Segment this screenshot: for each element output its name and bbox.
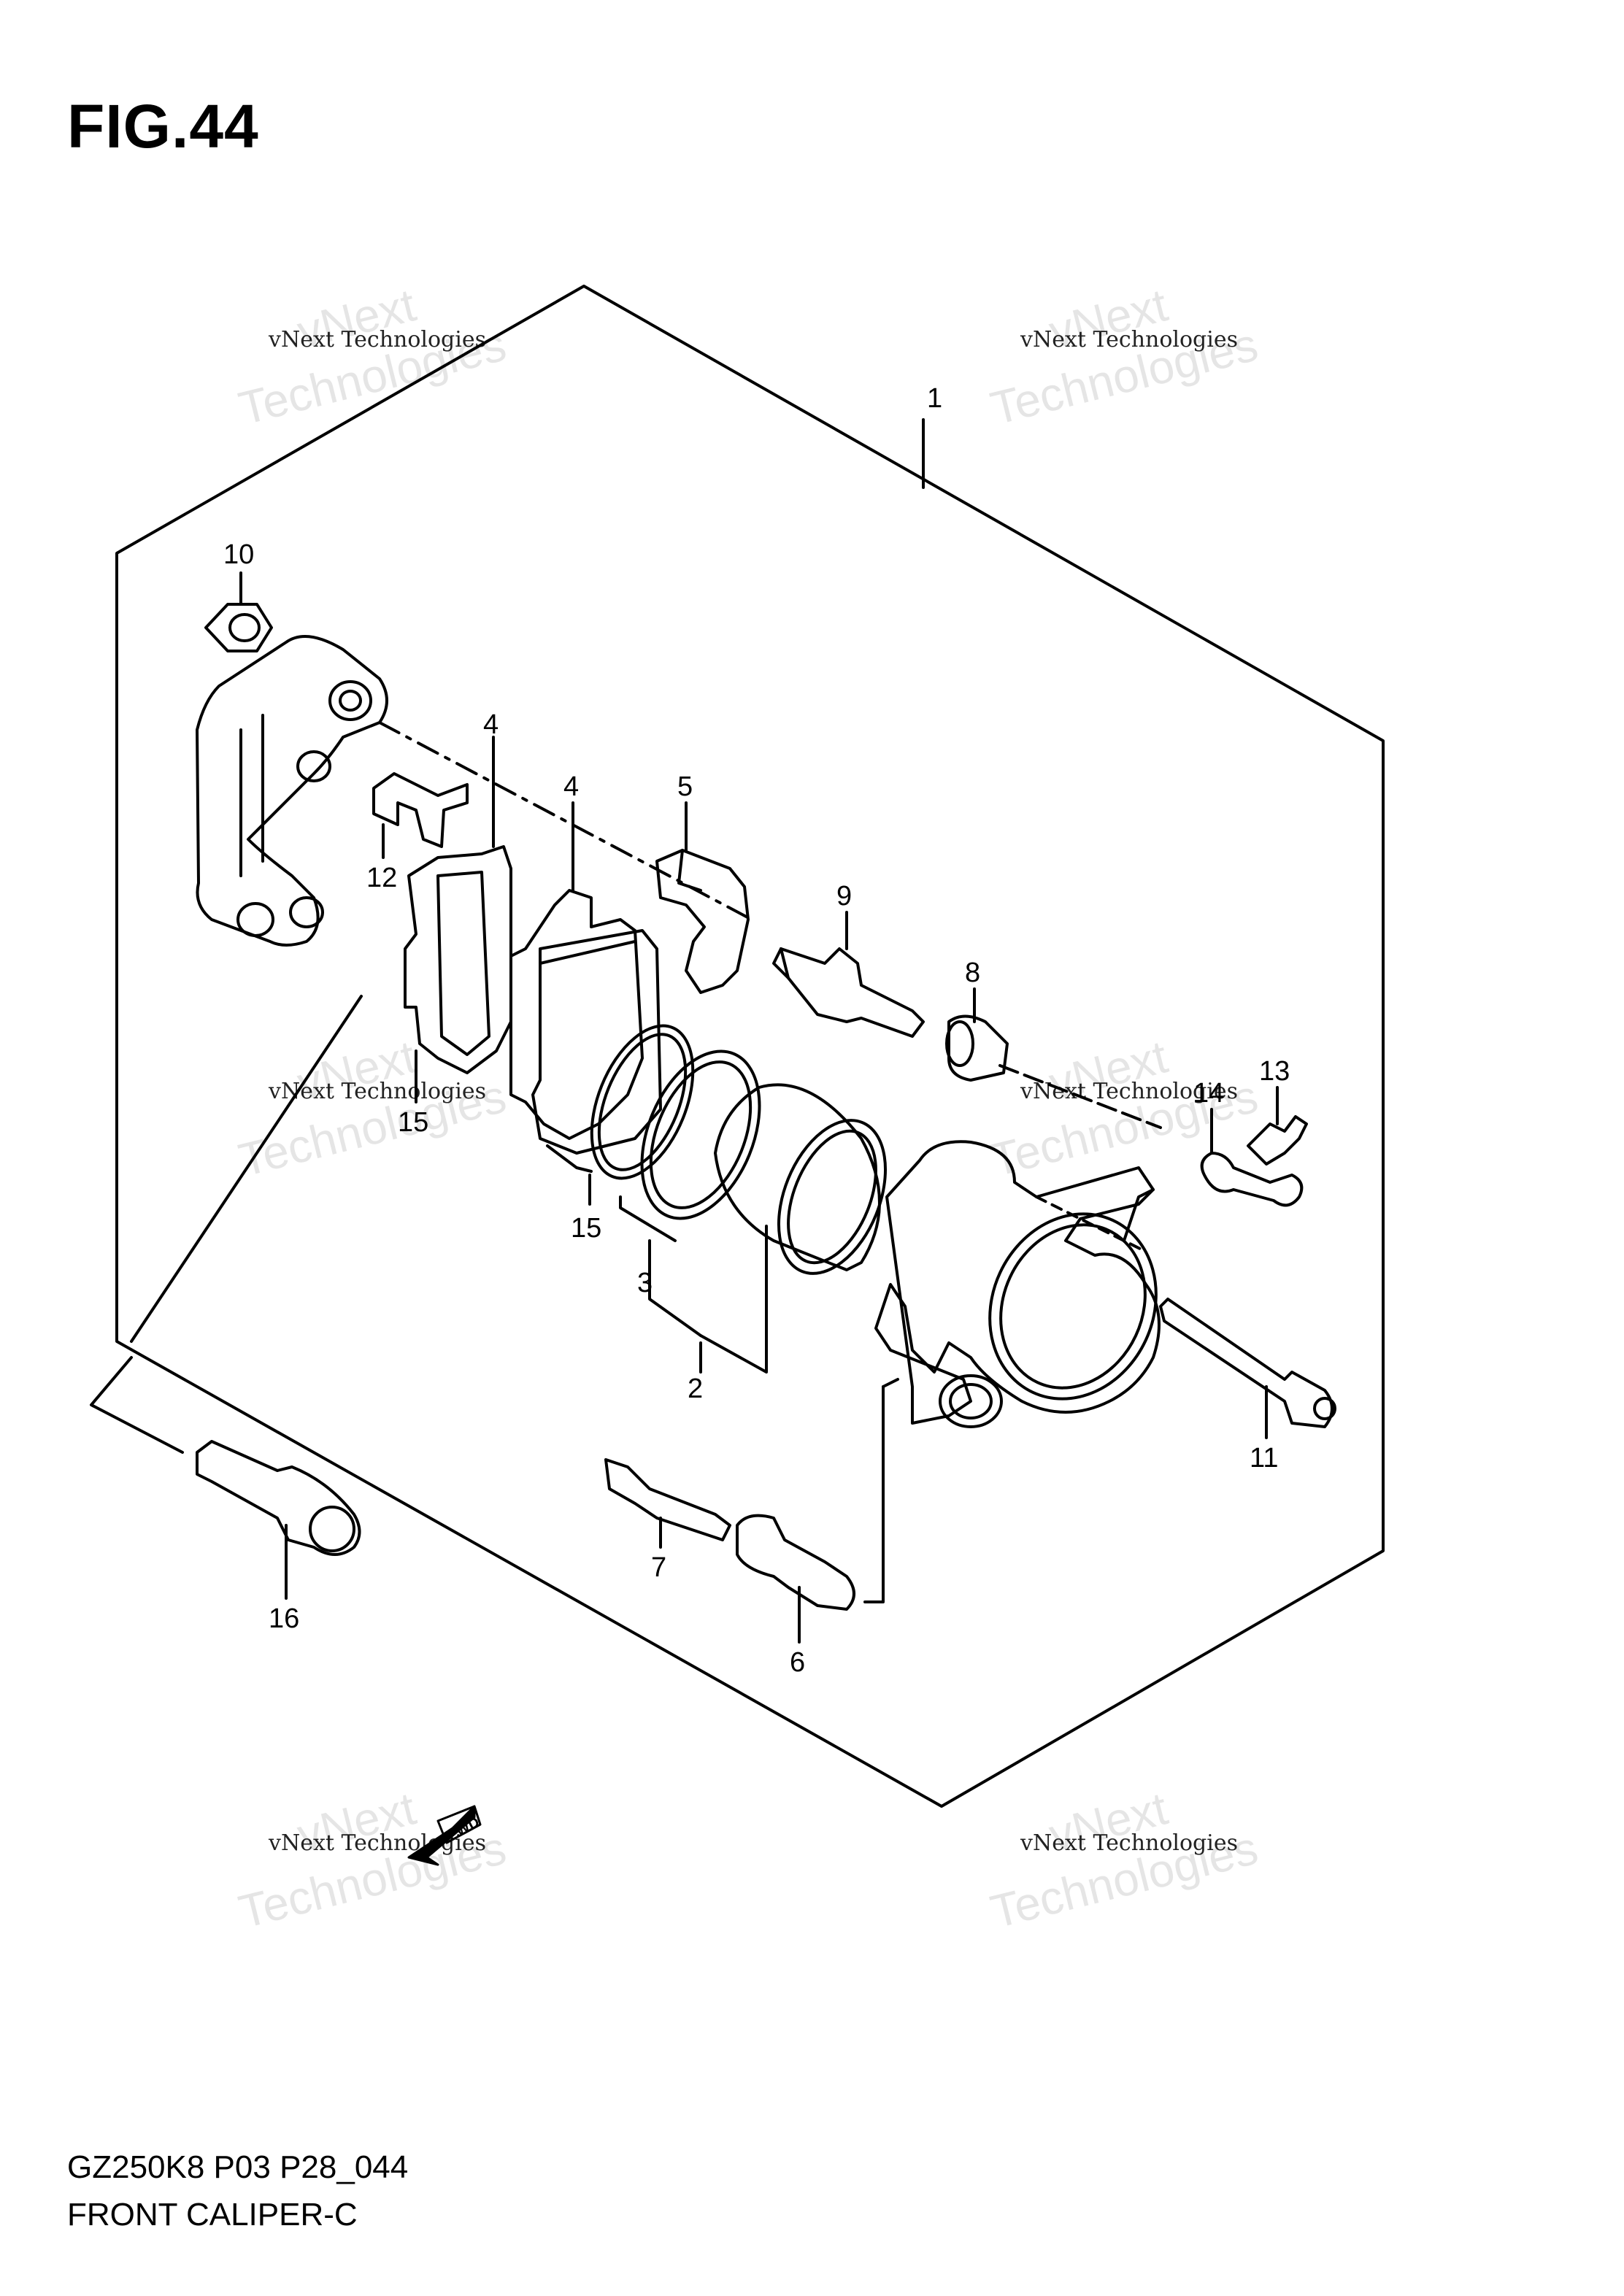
callout-15-second: 15 [571, 1213, 601, 1244]
forward-direction-arrow [407, 1805, 482, 1866]
figure-name: FRONT CALIPER-C [67, 2197, 358, 2233]
callout-6: 6 [790, 1647, 805, 1678]
caliper-body-part [874, 1140, 1161, 1428]
watermark-text: vNext Technologies [1020, 327, 1239, 353]
callout-7: 7 [651, 1552, 666, 1583]
shim-plate-part [415, 929, 662, 1206]
rubber-boot-part [945, 987, 1009, 1082]
callout-10: 10 [223, 539, 254, 570]
callout-8: 8 [965, 958, 980, 988]
callout-1: 1 [927, 383, 942, 414]
callout-5: 5 [677, 771, 693, 802]
callout-13: 13 [1259, 1056, 1290, 1087]
watermark-text: vNext Technologies [1020, 1079, 1239, 1104]
pad-spring-right-part [655, 801, 750, 994]
lower-slide-pin-part [604, 1458, 731, 1549]
pad-spring-part [372, 772, 469, 859]
brake-pad-right-part [509, 801, 644, 1140]
flange-nut-part [204, 571, 273, 652]
lower-boot-part [736, 1378, 899, 1644]
callout-3: 3 [637, 1268, 653, 1298]
watermark-text: vNext Technologies [269, 327, 487, 353]
watermark-text: vNext Technologies [1020, 1830, 1239, 1856]
callout-14: 14 [1193, 1078, 1224, 1109]
assembly-outline [115, 285, 1385, 1808]
piston-seal-part [590, 1024, 761, 1337]
bleeder-cap-part [1200, 1108, 1304, 1207]
bleeder-valve-part [1247, 1086, 1308, 1166]
callout-4: 4 [483, 709, 499, 740]
callout-16: 16 [269, 1603, 299, 1634]
callout-11: 11 [1250, 1443, 1278, 1473]
model-code: GZ250K8 P03 P28_044 [67, 2149, 409, 2185]
figure-title: FIG.44 [67, 92, 259, 161]
bracket-bolt-part [196, 1440, 361, 1600]
callout-4-second: 4 [563, 771, 579, 802]
callout-12: 12 [366, 863, 397, 893]
piston-part [699, 1083, 888, 1374]
caliper-bracket-part [196, 635, 388, 947]
brake-pad-left-part [404, 736, 512, 1074]
long-bolt-part [1159, 1298, 1336, 1439]
callout-2: 2 [688, 1374, 703, 1404]
slide-pin-part [772, 911, 925, 1038]
callout-15: 15 [398, 1107, 428, 1138]
callout-9: 9 [836, 881, 852, 912]
